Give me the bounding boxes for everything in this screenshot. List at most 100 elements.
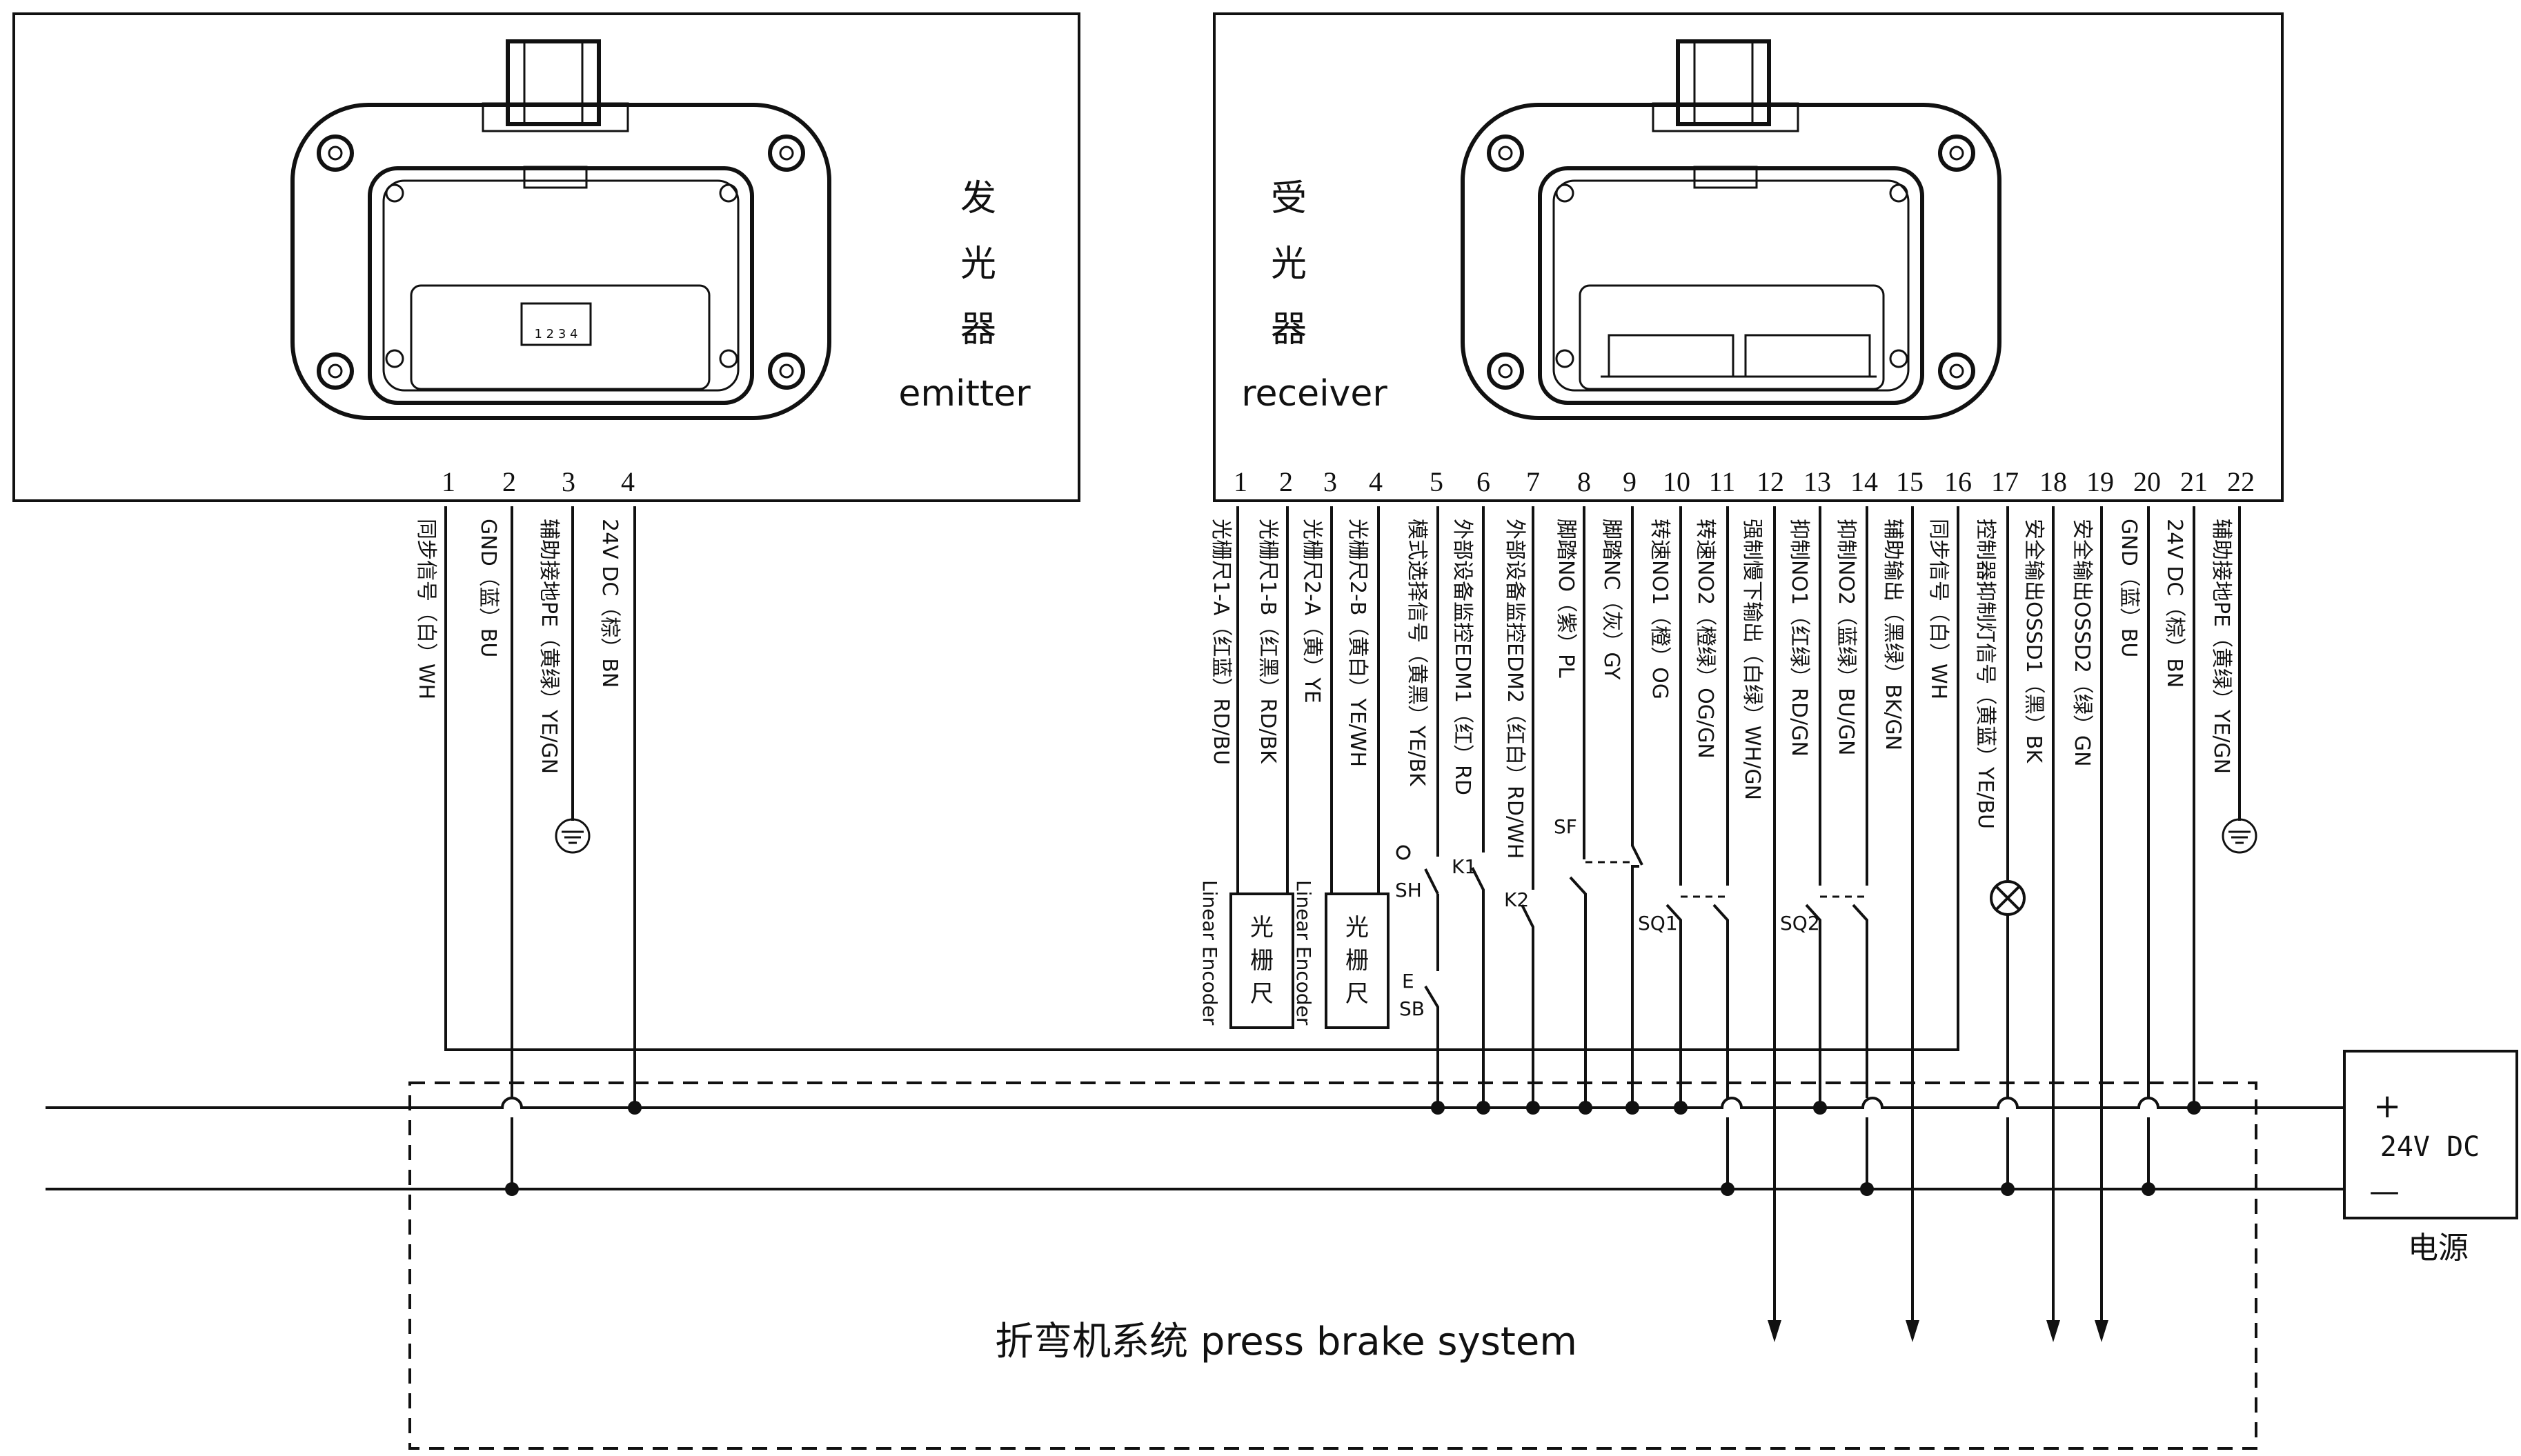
plus-sign: + (2373, 1087, 2401, 1126)
lamp-icon (1990, 880, 2026, 916)
svg-text:抑制NO2（蓝绿）BU/GN: 抑制NO2（蓝绿）BU/GN (1834, 519, 1858, 755)
receiver-terminal-10: 10 转速NO1（橙）OG (1648, 466, 1690, 699)
svg-text:GND（蓝）BU: GND（蓝）BU (2117, 519, 2141, 657)
svg-text:4: 4 (1369, 466, 1383, 497)
svg-text:光栅尺1-A（红蓝）RD/BU: 光栅尺1-A（红蓝）RD/BU (1209, 519, 1233, 765)
receiver-terminal-19: 19 安全输出OSSD2（绿）GN (2070, 466, 2114, 767)
positive-rail (46, 1097, 2344, 1109)
receiver-title-1: 受 (1271, 178, 1307, 219)
receiver-device-drawing (1461, 39, 2001, 420)
ground-icon (2222, 818, 2257, 854)
receiver-panel (1213, 12, 2284, 502)
svg-text:外部设备监控EDM2（红白）RD/WH: 外部设备监控EDM2（红白）RD/WH (1503, 519, 1527, 859)
svg-text:Linear Encoder: Linear Encoder (1292, 880, 1315, 1026)
receiver-terminal-7: 7 外部设备监控EDM2（红白）RD/WH (1503, 466, 1540, 859)
svg-text:6: 6 (1476, 466, 1490, 497)
emitter-title-1: 发 (960, 178, 996, 219)
svg-text:13: 13 (1803, 466, 1831, 497)
svg-text:辅助接地PE（黄绿）YE/GN: 辅助接地PE（黄绿）YE/GN (537, 519, 561, 774)
emitter-title-3: 器 (960, 309, 996, 350)
svg-text:21: 21 (2180, 466, 2208, 497)
receiver-terminal-13: 13 抑制NO1（红绿）RD/GN (1787, 466, 1831, 757)
svg-text:4: 4 (621, 466, 635, 497)
receiver-title-2: 光 (1271, 243, 1307, 285)
receiver-terminal-12: 12 强制慢下输出（白绿）WH/GN (1740, 466, 1784, 800)
receiver-title-en: receiver (1241, 373, 1387, 415)
svg-text:模式选择信号（黄黑）YE/BK: 模式选择信号（黄黑）YE/BK (1405, 519, 1429, 787)
svg-text:强制慢下输出（白绿）WH/GN: 强制慢下输出（白绿）WH/GN (1740, 519, 1764, 800)
svg-text:转速NO1（橙）OG: 转速NO1（橙）OG (1648, 519, 1672, 699)
sync-line (444, 506, 1959, 1051)
power-supply: + — 24V DC 电源 (2343, 1050, 2518, 1266)
label-k1: K1 (1452, 855, 1476, 878)
svg-text:1: 1 (442, 466, 455, 497)
label-sh: SH (1395, 879, 1422, 901)
svg-text:光: 光 (1250, 914, 1274, 941)
label-sq2: SQ2 (1780, 912, 1820, 935)
svg-text:17: 17 (1991, 466, 2019, 497)
svg-text:24V DC（棕）BN: 24V DC（棕）BN (597, 519, 622, 688)
svg-text:20: 20 (2133, 466, 2161, 497)
emitter-terminal-2: 2 GND（蓝）BU (476, 466, 516, 657)
svg-text:2: 2 (1279, 466, 1293, 497)
svg-text:Linear Encoder: Linear Encoder (1198, 880, 1221, 1026)
svg-text:2: 2 (502, 466, 516, 497)
svg-text:GND（蓝）BU: GND（蓝）BU (476, 519, 500, 657)
svg-text:10: 10 (1663, 466, 1690, 497)
label-sb: SB (1399, 997, 1425, 1020)
emitter-title-en: emitter (898, 373, 1031, 415)
svg-text:栅: 栅 (1250, 947, 1274, 975)
svg-text:辅助接地PE（黄绿）YE/GN: 辅助接地PE（黄绿）YE/GN (2209, 519, 2233, 774)
key-switch-icon (1396, 845, 1411, 860)
svg-text:脚踏NO（紫）PL: 脚踏NO（紫）PL (1554, 519, 1578, 678)
receiver-terminal-15: 15 辅助输出（黑绿）BK/GN (1881, 466, 1924, 750)
minus-sign: — (2369, 1174, 2400, 1209)
emitter-panel (12, 12, 1080, 502)
svg-text:光栅尺2-B（黄白）YE/WH: 光栅尺2-B（黄白）YE/WH (1345, 519, 1370, 767)
emitter-terminal-1: 1 同步信号（白）WH (414, 466, 455, 699)
svg-text:安全输出OSSD2（绿）GN: 安全输出OSSD2（绿）GN (2070, 519, 2094, 767)
svg-text:22: 22 (2227, 466, 2255, 497)
receiver-terminal-2: 2 光栅尺1-B（红黑）RD/BK (1256, 466, 1293, 764)
label-e: E (1402, 970, 1414, 993)
emitter-title-2: 光 (960, 243, 996, 285)
svg-text:尺: 尺 (1250, 980, 1274, 1008)
svg-text:24V DC（棕）BN: 24V DC（棕）BN (2162, 519, 2186, 688)
receiver-terminal-21: 21 24V DC（棕）BN (2162, 466, 2208, 688)
svg-text:3: 3 (1323, 466, 1337, 497)
svg-text:15: 15 (1896, 466, 1924, 497)
power-caption: 电源 (2408, 1230, 2469, 1266)
svg-text:外部设备监控EDM1（红）RD: 外部设备监控EDM1（红）RD (1450, 519, 1474, 795)
svg-text:19: 19 (2086, 466, 2114, 497)
wiring (46, 506, 2344, 1450)
svg-text:12: 12 (1757, 466, 1784, 497)
press-brake-system-boundary (408, 1081, 2257, 1450)
svg-text:同步信号（白）WH: 同步信号（白）WH (414, 519, 438, 699)
receiver-terminal-4: 4 光栅尺2-B（黄白）YE/WH (1345, 466, 1383, 767)
emitter-device-drawing: 1 2 3 4 (290, 39, 831, 420)
svg-text:3: 3 (562, 466, 575, 497)
svg-text:辅助输出（黑绿）BK/GN: 辅助输出（黑绿）BK/GN (1881, 519, 1905, 750)
svg-text:11: 11 (1709, 466, 1736, 497)
linear-encoder-2: 光 栅 尺 Linear Encoder (1292, 880, 1390, 1029)
svg-text:7: 7 (1526, 466, 1540, 497)
svg-text:抑制NO1（红绿）RD/GN: 抑制NO1（红绿）RD/GN (1787, 519, 1811, 757)
svg-text:5: 5 (1430, 466, 1443, 497)
svg-text:栅: 栅 (1345, 947, 1369, 975)
label-sf: SF (1554, 815, 1577, 838)
svg-text:光栅尺1-B（红黑）RD/BK: 光栅尺1-B（红黑）RD/BK (1256, 519, 1280, 764)
label-sq1: SQ1 (1638, 912, 1678, 935)
svg-text:同步信号（白）WH: 同步信号（白）WH (1926, 519, 1950, 699)
emitter-connector-pins: 1 2 3 4 (534, 327, 577, 341)
